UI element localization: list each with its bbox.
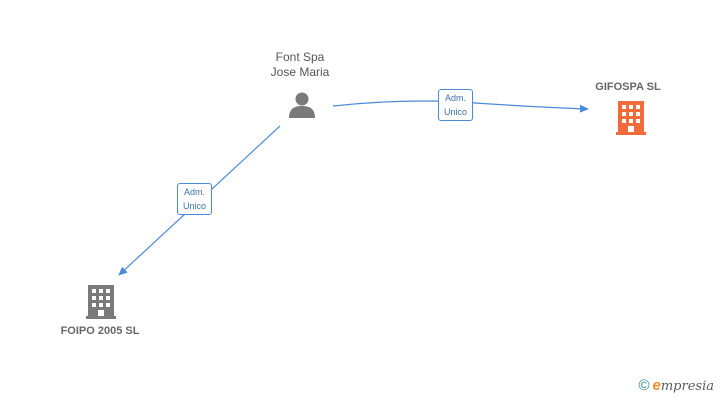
person-icon[interactable] [288,90,316,118]
edge-role-badge[interactable]: Adm. Unico [438,89,474,121]
company-other-label: FOIPO 2005 SL [60,325,140,337]
company-main-label: GIFOSPA SL [595,81,661,93]
building-icon[interactable] [616,101,646,135]
edge-role-badge[interactable]: Adm. Unico [177,183,213,215]
building-icon[interactable] [86,285,116,319]
copyright-symbol: © [638,377,650,394]
person-first-line: Font Spa [275,50,325,64]
person-name-label: Font Spa Jose Maria [250,50,350,80]
brand-initial: e [652,377,661,394]
brand-rest: mpresia [660,379,714,394]
person-second-line: Jose Maria [270,65,330,79]
edge-person-to-gifospa [332,100,589,113]
empresia-watermark: ©empresia [638,377,714,394]
